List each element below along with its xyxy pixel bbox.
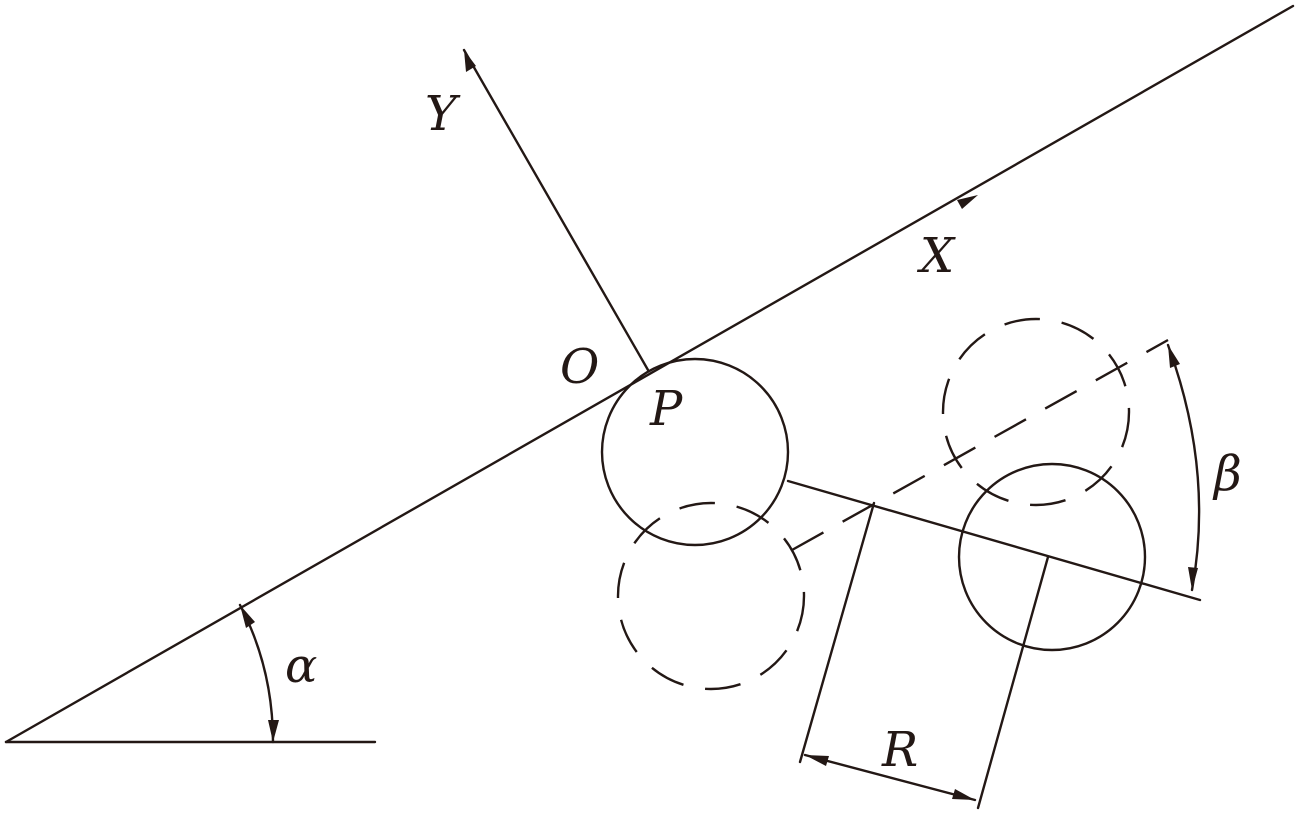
x-axis-label: X <box>916 228 956 284</box>
beta-arrow-bottom <box>1188 567 1198 590</box>
r-extension-right <box>976 555 1050 810</box>
alpha-arc <box>238 603 275 744</box>
alpha-arrow-bottom <box>268 720 279 742</box>
wheel-circle-dashed-lower <box>616 501 806 691</box>
y-axis-line <box>462 48 650 372</box>
alpha-label: α <box>285 638 317 694</box>
y-axis-label: Y <box>425 86 461 142</box>
arm-line-upper-dashed <box>791 338 1169 552</box>
y-axis-arrowhead <box>464 50 476 72</box>
beta-label: β <box>1212 446 1242 502</box>
wheel-circle-dashed-upper <box>941 317 1131 507</box>
beta-arrow-top <box>1168 345 1180 368</box>
r-arrow-left <box>805 755 829 766</box>
r-extension-left <box>798 501 876 764</box>
r-arrow-right <box>952 789 975 800</box>
r-dimension-line <box>803 753 977 802</box>
arm-line-lower <box>786 479 1202 602</box>
point-p-label: P <box>649 381 683 437</box>
alpha-arrow-top <box>240 605 255 628</box>
origin-label: O <box>560 339 599 395</box>
incline-line <box>4 4 1295 744</box>
radius-label: R <box>881 722 918 778</box>
beta-arc <box>1166 343 1201 592</box>
x-axis-arrowhead <box>957 195 978 209</box>
wheel-circle-right <box>957 462 1147 652</box>
wheel-circle-origin <box>600 357 790 547</box>
